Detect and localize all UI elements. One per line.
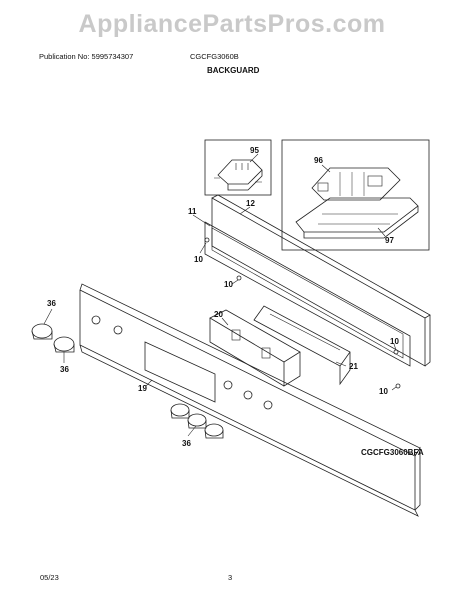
footer-date: 05/23	[40, 573, 59, 582]
callout-10-a: 10	[194, 255, 203, 264]
watermark: AppliancePartsPros.com	[78, 10, 386, 38]
part-36-knobs	[31, 323, 224, 439]
callout-10-b: 10	[224, 280, 233, 289]
callout-21: 21	[349, 362, 358, 371]
callout-36-b: 36	[60, 365, 69, 374]
part-95-group	[204, 139, 272, 196]
section-title: BACKGUARD	[207, 66, 260, 75]
part-95-module	[217, 159, 263, 185]
display-window	[144, 341, 216, 403]
callout-10-d: 10	[379, 387, 388, 396]
callout-20: 20	[214, 310, 223, 319]
model-number: CGCFG3060B	[190, 52, 239, 61]
callout-97: 97	[385, 236, 394, 245]
knob-4	[187, 413, 207, 427]
callout-36-a: 36	[47, 299, 56, 308]
knob-3	[170, 403, 190, 417]
callout-95: 95	[250, 146, 259, 155]
publication-number: Publication No: 5995734307	[39, 52, 134, 61]
screw-10d	[395, 383, 401, 389]
part-96-97-group	[281, 139, 430, 251]
footer-page-number: 3	[228, 573, 233, 582]
screw-10a	[204, 237, 210, 243]
part-10-screws	[204, 237, 401, 389]
callout-19: 19	[138, 384, 147, 393]
figure-code: CGCFG3060BFA	[361, 448, 424, 457]
callout-96: 96	[314, 156, 323, 165]
callout-12: 12	[246, 199, 255, 208]
screw-10b	[236, 275, 242, 281]
part-96-control-board	[311, 167, 401, 201]
part-19-control-panel	[79, 290, 416, 511]
callout-36-c: 36	[182, 439, 191, 448]
part-96-97-box	[281, 139, 430, 251]
leader-lines	[43, 153, 397, 437]
knob-2	[53, 336, 75, 352]
knob-5	[204, 423, 224, 437]
part-21-bracket	[253, 305, 351, 367]
knob-1	[31, 323, 53, 339]
part-97-bracket	[295, 197, 419, 233]
part-11-trim	[204, 221, 411, 367]
callout-10-c: 10	[390, 337, 399, 346]
screw-10c	[393, 349, 399, 355]
callout-11: 11	[188, 207, 197, 216]
part-95-box	[204, 139, 272, 196]
